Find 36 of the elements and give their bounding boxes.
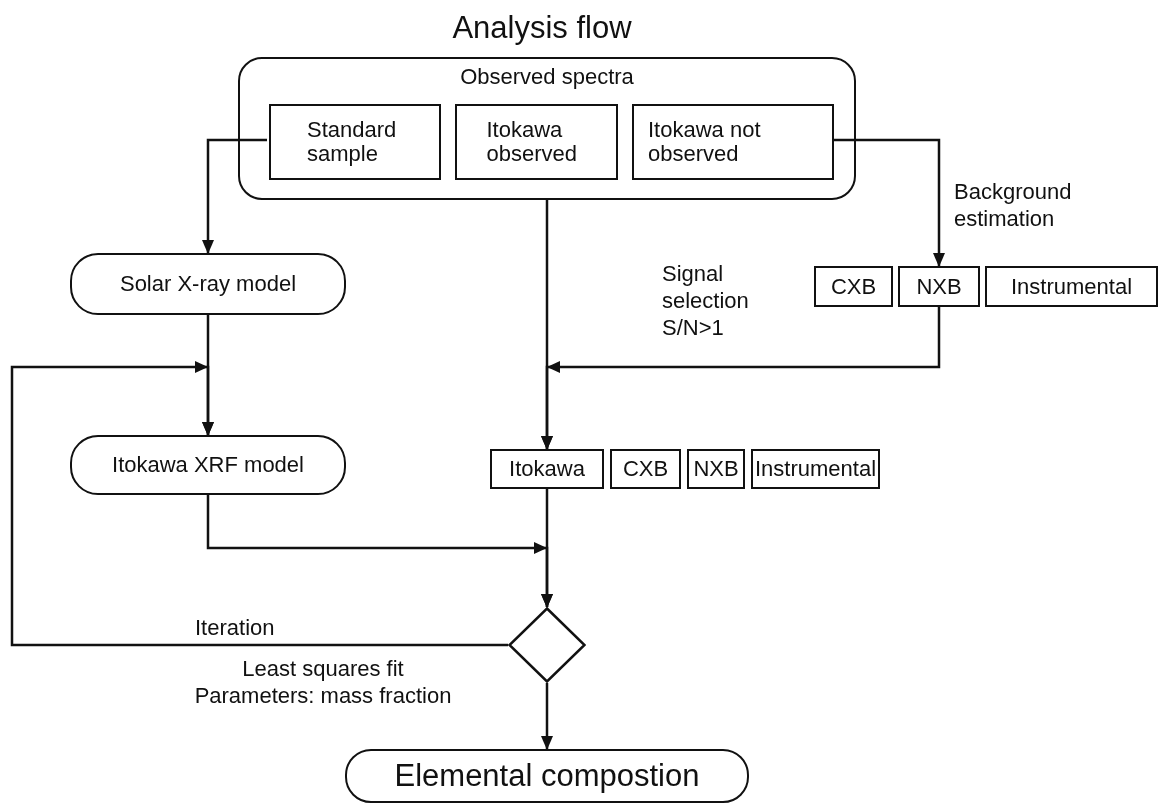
node-label: NXB	[693, 457, 739, 481]
process-box	[687, 449, 745, 489]
group-heading: Observed spectra	[460, 65, 634, 89]
process-box	[985, 266, 1158, 307]
process-box	[490, 449, 604, 489]
process-box	[814, 266, 893, 307]
arrow	[10, 361, 508, 647]
rounded-box	[70, 435, 346, 495]
node-label: Itokawa	[509, 457, 585, 481]
node-label: Itokawa XRF model	[112, 453, 304, 477]
arrow	[541, 307, 941, 450]
node-label: Instrumental	[754, 457, 877, 481]
process-box	[751, 449, 880, 489]
group-box	[238, 57, 856, 200]
node-label: NXB	[916, 274, 962, 299]
note-text: Least squares fit	[241, 655, 405, 682]
arrow	[541, 489, 553, 608]
node-label: Instrumental	[1010, 274, 1133, 299]
arrow	[202, 138, 267, 254]
note-text: Parameters: mass fraction	[193, 682, 453, 709]
result-box	[345, 749, 749, 803]
node-label: Solar X-ray model	[119, 272, 297, 296]
node-label: Elemental compostion	[394, 759, 700, 793]
arrow	[541, 683, 553, 750]
node-label: CXB	[622, 457, 669, 481]
diagram-title: Analysis flow	[451, 10, 633, 46]
node-label: Standard sample	[307, 118, 398, 166]
node-label: Itokawa not observed	[648, 118, 762, 166]
process-box	[269, 104, 441, 180]
process-box	[898, 266, 980, 307]
node-label: Itokawa observed	[486, 118, 578, 166]
node-label: CXB	[830, 274, 877, 299]
process-box	[632, 104, 834, 180]
rounded-box	[70, 253, 346, 315]
process-box	[610, 449, 681, 489]
process-box	[455, 104, 618, 180]
